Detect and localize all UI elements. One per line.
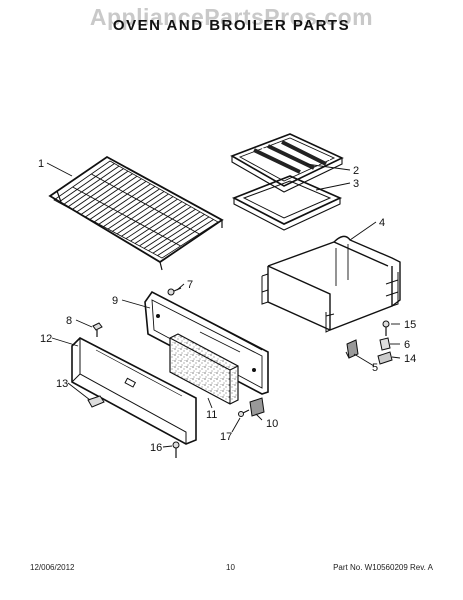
callout-7: 7 [187,279,193,291]
callout-3: 3 [353,178,359,190]
callout-2: 2 [353,165,359,177]
broiler-grid [230,133,344,193]
screw-17 [238,409,250,417]
roller-bracket-14 [377,351,393,365]
leader-lines [46,162,401,448]
rack-wire [143,211,201,249]
rack-wire [103,188,160,227]
rack-wire [89,180,147,220]
drawer-inner-panel [144,290,269,395]
footer-date: 12/006/2012 [30,563,75,572]
page-title: OVEN AND BROILER PARTS [112,17,351,34]
callout-8: 8 [66,315,72,327]
callout-12: 12 [40,333,52,345]
callout-16: 16 [150,442,162,454]
bracket-5 [345,339,359,359]
callout-11: 11 [206,409,217,421]
callout-14: 14 [404,353,416,365]
watermark: AppliancePartsPros.com [89,4,374,30]
callout-13: 13 [56,378,68,390]
rack-wire [107,191,165,230]
rack-wire [67,168,124,208]
drawer-clip [87,395,105,408]
rack-wire [157,219,214,256]
callout-10: 10 [266,418,278,430]
bracket-10 [249,397,265,417]
rack-cross-wire [72,186,181,247]
rack-wire [139,208,196,247]
rack-wire [94,183,151,223]
rack-wire [121,198,178,237]
callout-17: 17 [220,431,232,443]
callout-9: 9 [112,295,118,307]
rack-wire [152,216,210,254]
footer-page-number: 10 [226,563,235,572]
callout-6: 6 [404,339,410,351]
callout-labels: 1 2 3 4 5 6 7 8 9 10 11 12 13 14 15 16 1… [38,158,416,454]
roller-6 [379,337,391,351]
callout-5: 5 [372,362,378,374]
screw-15 [382,320,390,336]
storage-drawer [261,235,401,333]
rack-wire [71,170,129,211]
footer-part-number: Part No. W10560209 Rev. A [333,563,433,572]
rack-wire [58,163,115,203]
oven-rack [48,155,224,271]
callout-1: 1 [38,158,44,170]
rack-wire [134,206,192,244]
rack-wire [130,203,187,242]
screw-16 [172,441,180,458]
callout-4: 4 [379,217,385,229]
drawer-front-panel [71,337,197,445]
insulation-pad [169,333,239,405]
rack-cross-wire [91,173,200,235]
callout-15: 15 [404,319,416,331]
rack-wire [76,173,133,213]
rack-wire [98,186,156,225]
screw-8 [92,322,103,337]
broiler-pan [231,175,343,231]
rack-wire [125,201,183,240]
rack-wire [62,165,120,206]
rack-wire [116,196,174,235]
rack-wire [148,213,205,252]
rack-wire [85,178,142,218]
rack-wire [80,175,138,215]
screw-7 [167,287,182,296]
rack-wire [112,193,169,232]
